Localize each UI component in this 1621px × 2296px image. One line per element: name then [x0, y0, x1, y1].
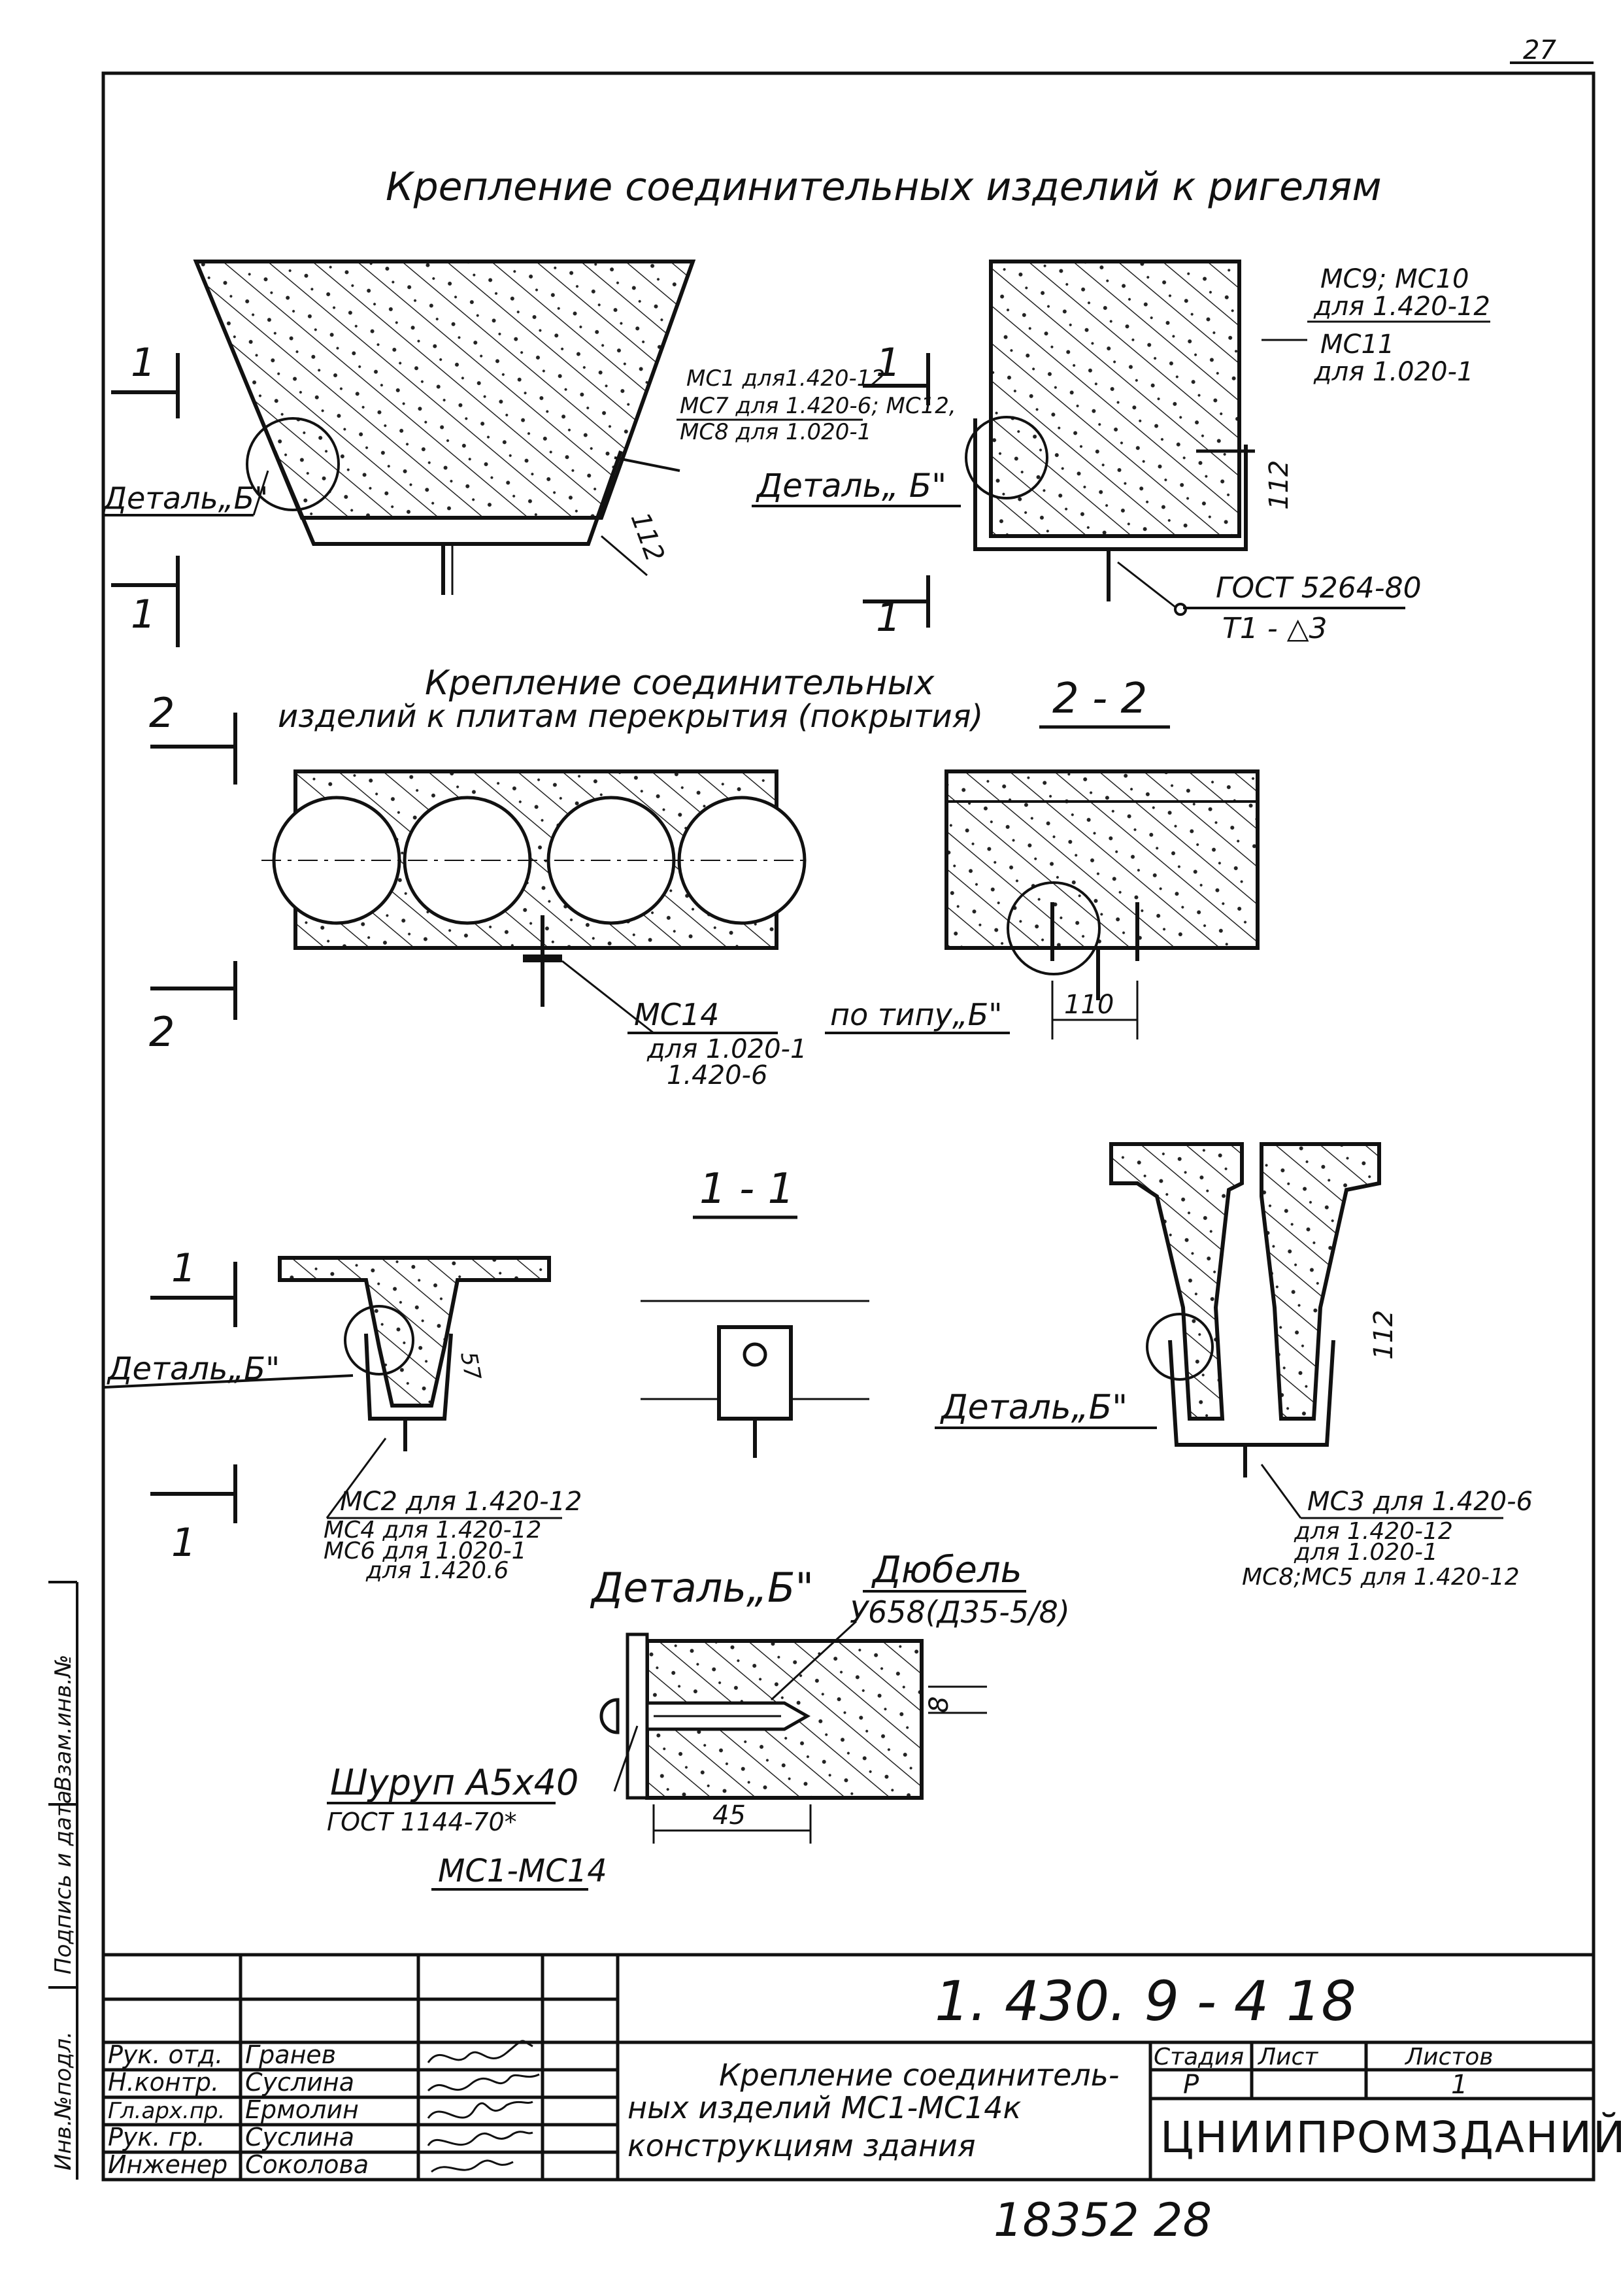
section-mark-1e: 1	[171, 1245, 196, 1291]
label-screw-l2: ГОСТ 1144-70*	[327, 1808, 517, 1836]
label-dowel-l1: Дюбель	[871, 1549, 1022, 1591]
label-mc1-l2: МС7 для 1.420-6; МС12,	[680, 393, 956, 419]
label-mc2-l1: МС2 для 1.420-12	[340, 1487, 582, 1517]
staff-name-1: Гранев	[245, 2040, 336, 2069]
label-mc3-l4: МС8;МС5 для 1.420-12	[1242, 1564, 1520, 1591]
slab-section-22	[944, 769, 1260, 1039]
staff-role-4: Рук. гр.	[108, 2123, 205, 2152]
label-mc9-l1: МС9; МС10	[1320, 264, 1469, 294]
label-mc3-l2: для 1.420-12	[1294, 1518, 1453, 1545]
dim-112-lower: 112	[1369, 1310, 1399, 1360]
section-marker-1-top-right	[863, 353, 930, 628]
label-mc1-l3: МС8 для 1.020-1	[680, 419, 871, 445]
stamp-inv-no: Инв.№подл.	[50, 2031, 76, 2170]
sheets-value: 1	[1451, 2070, 1467, 2100]
label-mc14-l3: 1.420-6	[667, 1060, 767, 1090]
staff-role-5: Инженер	[108, 2150, 227, 2179]
title-slabs-l2: изделий к плитам перекрытия (покрытия)	[278, 698, 983, 735]
detail-b-drawing	[599, 1620, 987, 1844]
title-section-11: 1 - 1	[699, 1165, 794, 1213]
staff-name-3: Ермолин	[245, 2095, 359, 2124]
sheet-frame	[101, 61, 1596, 2182]
page-mark: 27	[1523, 35, 1556, 65]
dim-110: 110	[1064, 990, 1114, 1020]
title-block-frame	[103, 1953, 1594, 2180]
rib-small	[278, 1256, 551, 1451]
label-detail-b-lower-right: Деталь„Б"	[940, 1388, 1128, 1427]
label-mc2-l4: для 1.420.6	[365, 1557, 509, 1584]
signatures	[427, 2040, 540, 2173]
dim-112-right: 112	[1264, 460, 1294, 510]
sheets-header: Листов	[1404, 2044, 1493, 2070]
staff-role-3: Гл.арх.пр.	[108, 2098, 225, 2124]
label-mc14-l2: для 1.020-1	[646, 1034, 807, 1064]
label-mc2-l2: МС4 для 1.420-12	[324, 1517, 541, 1544]
label-mc3-l3: для 1.020-1	[1294, 1539, 1438, 1566]
label-detail-b-right: Деталь„ Б"	[756, 467, 946, 505]
section-mark-2b: 2	[149, 1008, 175, 1056]
label-mc11-l2: для 1.020-1	[1313, 357, 1473, 387]
stamp-replace: Взам.инв.№	[50, 1655, 76, 1791]
label-gost-weld-l2: Т1 - △3	[1222, 612, 1328, 645]
label-mc2-l3: МС6 для 1.020-1	[324, 1538, 527, 1564]
label-mc3-l1: МС3 для 1.420-6	[1307, 1487, 1533, 1517]
dim-112-left: 112	[625, 509, 670, 566]
title-beams: Крепление соединительных изделий к ригел…	[386, 164, 1382, 210]
section-mark-1b: 1	[131, 592, 156, 637]
description-l3: конструкциям здания	[627, 2128, 976, 2163]
description-l1: Крепление соединитель-	[719, 2057, 1119, 2093]
staff-name-5: Соколова	[245, 2150, 369, 2179]
dim-45: 45	[712, 1800, 746, 1831]
label-gost-weld-l1: ГОСТ 5264-80	[1216, 571, 1422, 605]
label-mc9-l2: для 1.420-12	[1313, 292, 1490, 322]
section-marker-1-top-left	[111, 353, 180, 647]
description-l2: ных изделий МС1-МС14к	[627, 2090, 1022, 2125]
staff-role-1: Рук. отд.	[108, 2040, 223, 2069]
sheet-header: Лист	[1257, 2044, 1318, 2070]
label-screw-l1: Шуруп А5х40	[330, 1762, 578, 1803]
side-stamp	[48, 1581, 78, 2180]
section-mark-2a: 2	[149, 689, 175, 737]
title-detail-b: Деталь„Б"	[590, 1564, 814, 1612]
beam-right	[965, 260, 1255, 616]
title-slabs-l1: Крепление соединительных	[425, 664, 935, 703]
rib-large	[1109, 1142, 1381, 1477]
doc-code: 1. 430. 9 - 4 18	[935, 1969, 1356, 2033]
section-mark-1c: 1	[876, 340, 901, 386]
bottom-number: 18352 28	[994, 2193, 1212, 2247]
label-mc-range: МС1-МС14	[438, 1853, 607, 1889]
dim-8: 8	[924, 1697, 954, 1713]
label-mc11-l1: МС11	[1320, 329, 1394, 360]
staff-role-2: Н.контр.	[108, 2068, 219, 2097]
hollow-slab	[261, 769, 807, 1034]
plate-11	[641, 1300, 869, 1458]
section-mark-1a: 1	[131, 340, 156, 386]
section-mark-1f: 1	[171, 1520, 196, 1566]
label-mc1-l1: МС1 для1.420-12	[686, 365, 885, 392]
beam-left	[193, 260, 696, 595]
label-dowel-l2: У658(Д35-5/8)	[850, 1595, 1070, 1630]
org-name: ЦНИИПРОМЗДАНИЙ	[1160, 2112, 1621, 2163]
section-marker-2	[150, 713, 237, 1020]
stage-header: Стадия	[1154, 2044, 1244, 2070]
section-marker-1-lower	[150, 1262, 237, 1523]
label-po-tipu-b: по типу„Б"	[830, 997, 1002, 1032]
dim-57: 57	[455, 1350, 486, 1383]
label-mc14-l1: МС14	[634, 997, 719, 1032]
staff-name-4: Суслина	[245, 2123, 354, 2152]
stamp-sign-date: Подпись и дата	[50, 1790, 76, 1974]
title-section-22: 2 - 2	[1052, 675, 1147, 723]
stage-value: Р	[1183, 2070, 1199, 2100]
label-detail-b-left: Деталь„Б"	[102, 481, 268, 516]
staff-name-2: Суслина	[245, 2068, 354, 2097]
